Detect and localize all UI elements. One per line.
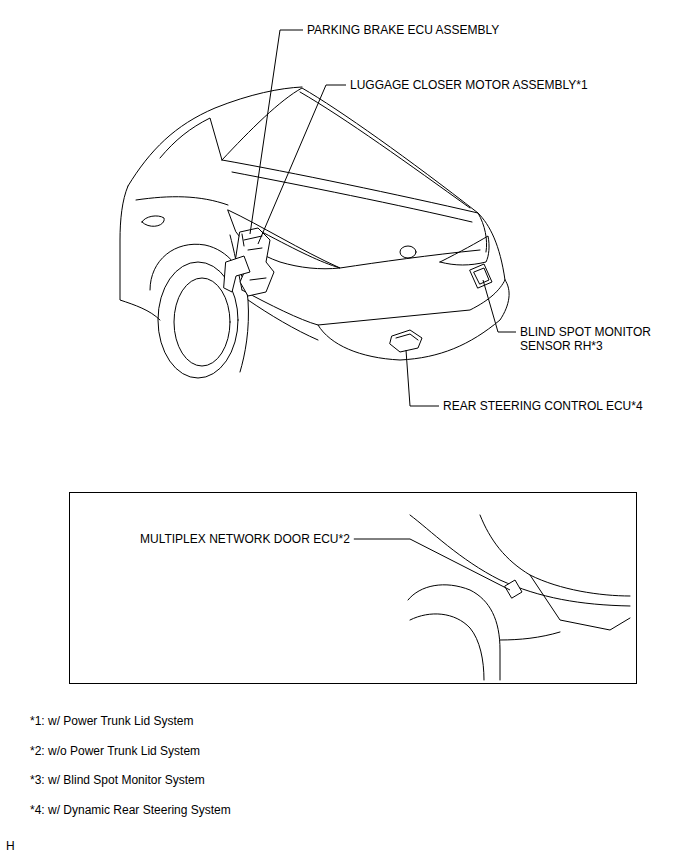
rear-window — [222, 88, 478, 213]
blind-spot-sensor — [470, 264, 492, 288]
body-side — [120, 186, 160, 320]
footnote: *2: w/o Power Trunk Lid System — [30, 744, 200, 758]
tail-light-rh — [440, 236, 489, 265]
part-name: MULTIPLEX NETWORK DOOR ECU*2 — [140, 532, 350, 546]
belt-line — [136, 197, 228, 205]
inset-tire — [410, 614, 484, 680]
inset-lid-line — [480, 515, 630, 596]
side-window — [160, 118, 222, 160]
inset-frame: MULTIPLEX NETWORK DOOR ECU*2 — [69, 492, 637, 684]
part-name: BLIND SPOT MONITOR SENSOR RH*3 — [520, 325, 660, 353]
ecu-detail — [396, 334, 418, 340]
part-name: REAR STEERING CONTROL ECU*4 — [443, 399, 643, 413]
sensor-detail — [474, 268, 489, 284]
part-name: PARKING BRAKE ECU ASSEMBLY — [307, 23, 499, 37]
bumper-upper — [242, 280, 505, 325]
rear-steering-ecu — [390, 330, 422, 352]
inset-light — [530, 575, 630, 630]
bracket-detail — [242, 234, 266, 280]
roof-line — [128, 87, 302, 186]
footnote: *4: w/ Dynamic Rear Steering System — [30, 803, 231, 817]
leader-line — [483, 280, 516, 332]
figure-code: H — [6, 839, 15, 852]
trunk-edge — [262, 232, 480, 268]
bumper-lower — [318, 280, 509, 360]
footnote: *1: w/ Power Trunk Lid System — [30, 714, 193, 728]
door-handle — [142, 216, 164, 226]
inset-body-line — [410, 515, 630, 606]
inset-rocker — [500, 632, 560, 640]
leader-line — [250, 30, 303, 234]
emblem — [400, 246, 416, 258]
leader-line — [354, 539, 510, 590]
leader-line — [406, 350, 439, 406]
leader-line — [258, 85, 346, 244]
rocker — [248, 300, 318, 340]
luggage-closer-motor — [224, 256, 250, 292]
inset-wheel-arch — [408, 585, 500, 680]
trunk-crease — [232, 172, 472, 222]
footnote: *3: w/ Blind Spot Monitor System — [30, 773, 205, 787]
rear-wheel — [174, 278, 230, 366]
part-name: LUGGAGE CLOSER MOTOR ASSEMBLY*1 — [350, 78, 588, 92]
